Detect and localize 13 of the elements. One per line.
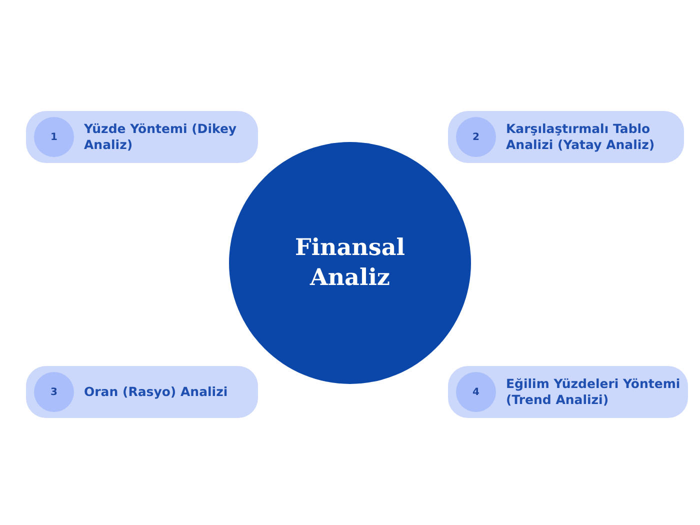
number-badge: 1 [34,117,74,157]
method-label: Karşılaştırmalı Tablo Analizi (Yatay Analiz) [506,120,656,154]
number-badge: 4 [456,372,496,412]
method-label: Oran (Rasyo) Analizi [84,384,228,400]
method-card [26,366,258,418]
method-card [26,111,258,163]
number-badge: 2 [456,117,496,157]
number-badge: 3 [34,372,74,412]
method-card [448,366,688,418]
method-label: Eğilim Yüzdeleri Yöntemi (Trend Analizi) [506,376,682,408]
method-card [448,111,684,163]
title-text: Finansal Analiz [294,233,406,293]
method-label: Yüzde Yöntemi (Dikey Analiz) [84,120,238,154]
